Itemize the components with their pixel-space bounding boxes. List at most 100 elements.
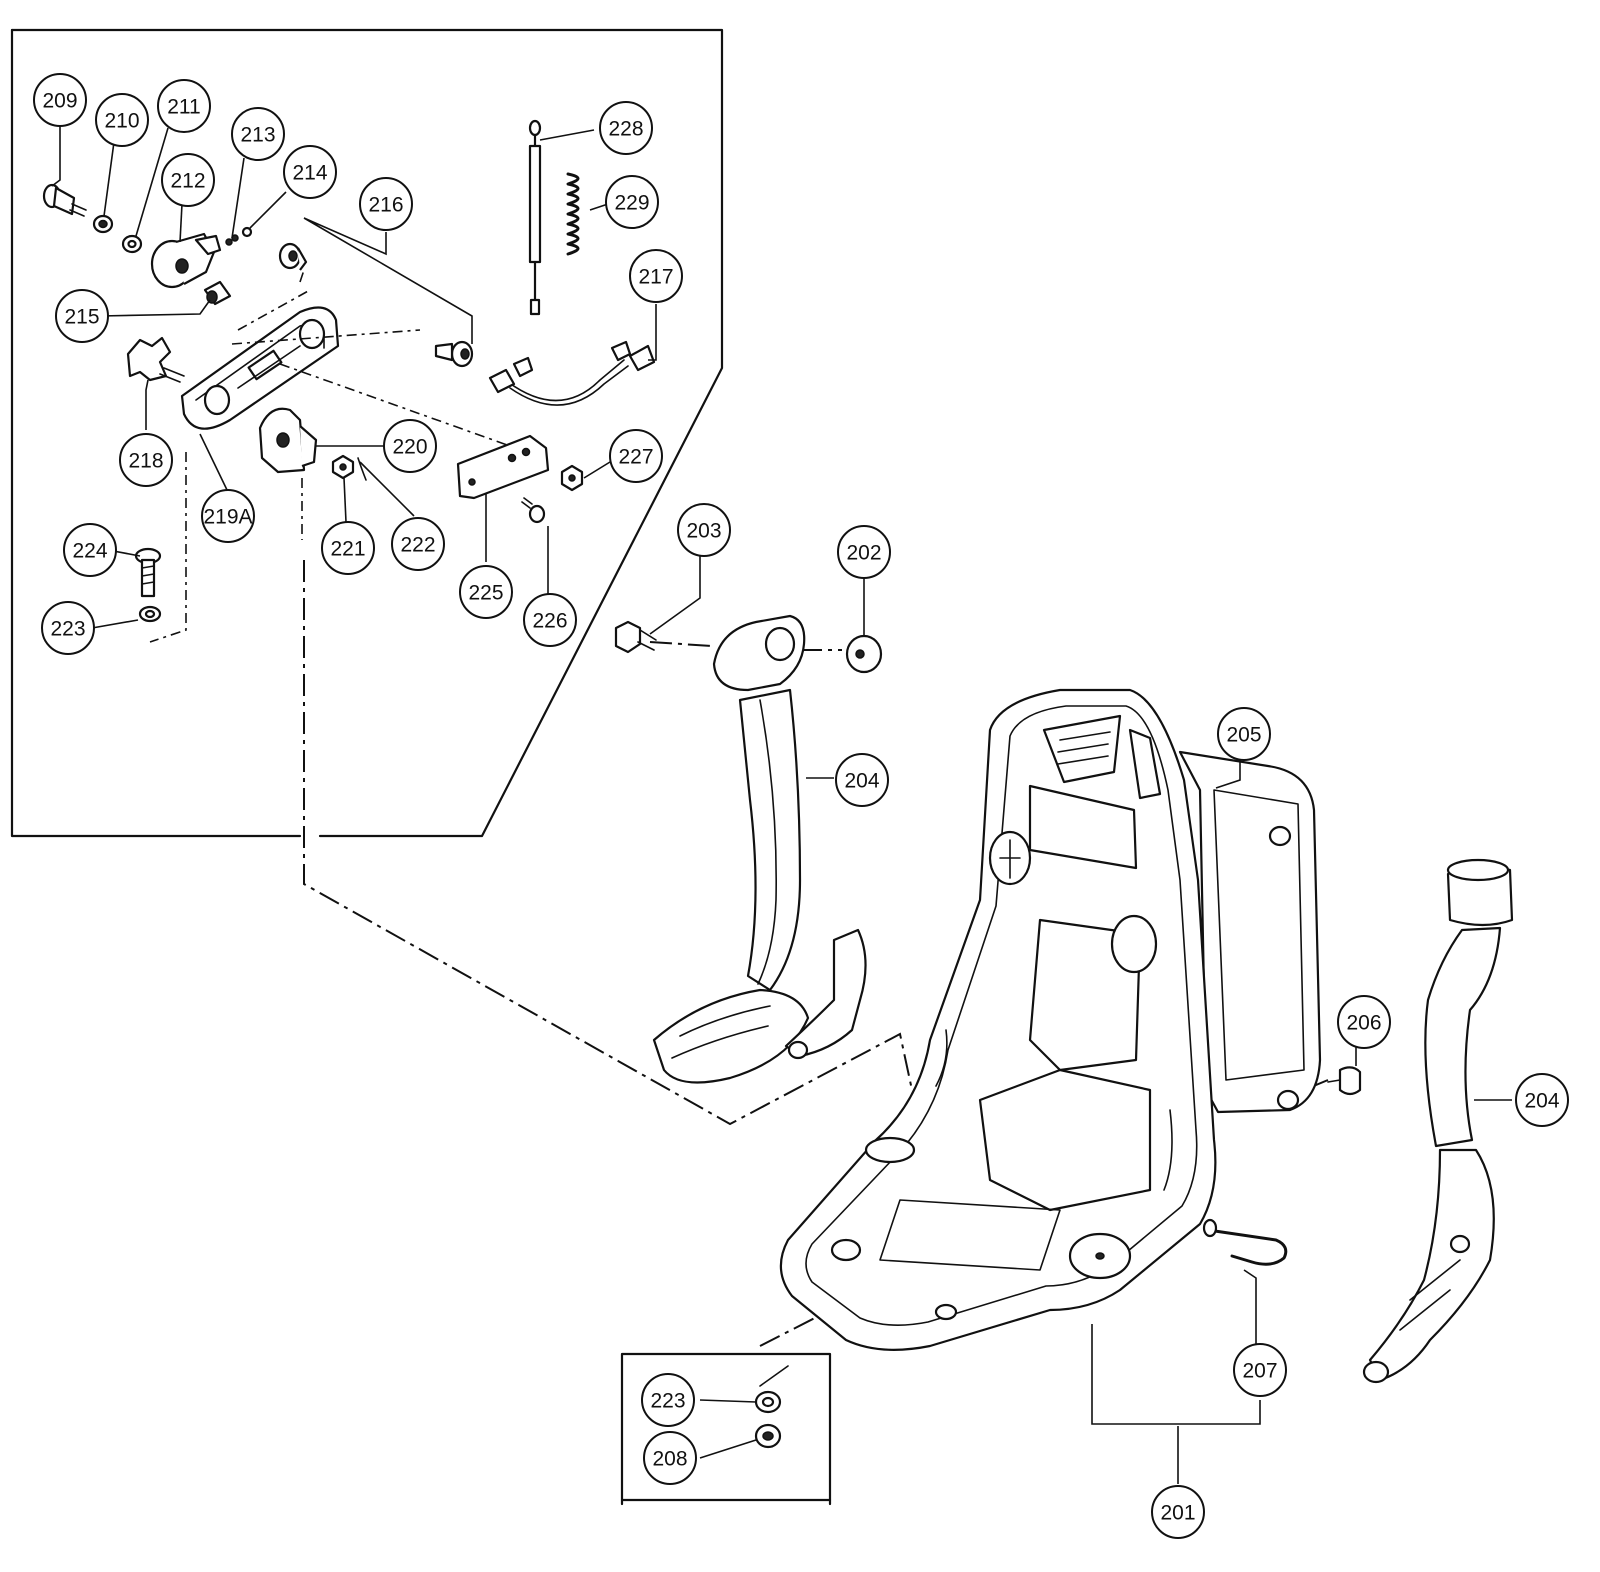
callout-circle bbox=[119, 433, 173, 487]
washer-210 bbox=[92, 214, 114, 234]
callout-label: 202 bbox=[846, 542, 881, 565]
callout-circle bbox=[55, 289, 109, 343]
callout-circle bbox=[283, 145, 337, 199]
callout-213: 213 bbox=[231, 107, 285, 161]
grommet-216b bbox=[434, 340, 474, 368]
callout-204a: 204 bbox=[835, 753, 889, 807]
callout-circle bbox=[33, 73, 87, 127]
callout-circle bbox=[629, 249, 683, 303]
callout-214: 214 bbox=[283, 145, 337, 199]
callout-204b: 204 bbox=[1515, 1073, 1569, 1127]
back-pad-205 bbox=[1178, 750, 1322, 1114]
callout-label: 203 bbox=[686, 520, 721, 543]
washer-223b bbox=[754, 1390, 782, 1414]
callout-219A: 219A bbox=[201, 489, 255, 543]
callout-label: 224 bbox=[72, 540, 107, 563]
callout-circle bbox=[609, 429, 663, 483]
callout-circle bbox=[1337, 995, 1391, 1049]
callout-circle bbox=[95, 93, 149, 147]
nut-221 bbox=[331, 454, 355, 480]
callout-bubbles: 209 210 211 212 213 214 215 216 217 218 219A 220 221… bbox=[33, 73, 1569, 1539]
callout-circle bbox=[383, 419, 437, 473]
hook-207 bbox=[1202, 1218, 1288, 1266]
callout-circle bbox=[391, 517, 445, 571]
callout-label: 214 bbox=[292, 162, 327, 185]
callout-circle bbox=[523, 593, 577, 647]
callout-label: 229 bbox=[614, 192, 649, 215]
callout-label: 215 bbox=[64, 306, 99, 329]
callout-225: 225 bbox=[459, 565, 513, 619]
callout-222: 222 bbox=[391, 517, 445, 571]
callout-label: 204 bbox=[1524, 1090, 1559, 1113]
callout-224: 224 bbox=[63, 523, 117, 577]
callout-circle bbox=[837, 525, 891, 579]
shoulder-strap-204-right bbox=[1362, 858, 1514, 1384]
spring-229 bbox=[566, 172, 580, 256]
callout-label: 205 bbox=[1226, 724, 1261, 747]
callout-circle bbox=[1233, 1343, 1287, 1397]
bolt-203 bbox=[614, 620, 657, 654]
callout-207: 207 bbox=[1233, 1343, 1287, 1397]
bolt-226 bbox=[521, 497, 546, 524]
callout-label: 204 bbox=[844, 770, 879, 793]
cable-228 bbox=[528, 119, 542, 316]
detail-frame bbox=[10, 28, 724, 838]
callout-215: 215 bbox=[55, 289, 109, 343]
callout-208: 208 bbox=[643, 1431, 697, 1485]
callout-circle bbox=[677, 503, 731, 557]
backpack-frame-201 bbox=[779, 688, 1217, 1351]
callout-label: 223 bbox=[650, 1390, 685, 1413]
callout-circle bbox=[231, 107, 285, 161]
callout-201: 201 bbox=[1151, 1485, 1205, 1539]
callout-label: 216 bbox=[368, 194, 403, 217]
callout-label: 225 bbox=[468, 582, 503, 605]
washer-223a bbox=[138, 605, 162, 623]
parts-box bbox=[620, 1352, 832, 1506]
lock-knob-218 bbox=[126, 336, 185, 383]
callout-210: 210 bbox=[95, 93, 149, 147]
callout-label: 201 bbox=[1160, 1502, 1195, 1525]
callout-circle bbox=[359, 177, 413, 231]
callout-label: 210 bbox=[104, 110, 139, 133]
bracket-220 bbox=[258, 407, 318, 474]
callout-223b: 223 bbox=[641, 1373, 695, 1427]
bolt-206 bbox=[1327, 1066, 1362, 1096]
callout-label: 212 bbox=[170, 170, 205, 193]
ball-214 bbox=[241, 226, 253, 238]
callout-223a: 223 bbox=[41, 601, 95, 655]
washer-208 bbox=[754, 1423, 782, 1449]
callout-229: 229 bbox=[605, 175, 659, 229]
callout-label: 217 bbox=[638, 266, 673, 289]
callout-209: 209 bbox=[33, 73, 87, 127]
callout-216: 216 bbox=[359, 177, 413, 231]
callout-label: 208 bbox=[652, 1448, 687, 1471]
callout-211: 211 bbox=[157, 79, 211, 133]
callout-228: 228 bbox=[599, 101, 653, 155]
callout-203: 203 bbox=[677, 503, 731, 557]
callout-leaders bbox=[51, 122, 1512, 1484]
washer-211 bbox=[121, 234, 143, 254]
callout-label: 219A bbox=[203, 506, 252, 529]
callout-226: 226 bbox=[523, 593, 577, 647]
callout-205: 205 bbox=[1217, 707, 1271, 761]
cotter-pin-222 bbox=[357, 457, 367, 481]
callout-212: 212 bbox=[161, 153, 215, 207]
callout-label: 221 bbox=[330, 538, 365, 561]
callout-circle bbox=[835, 753, 889, 807]
callout-218: 218 bbox=[119, 433, 173, 487]
handle-body bbox=[180, 306, 340, 430]
callout-circle bbox=[1515, 1073, 1569, 1127]
knob-212 bbox=[150, 232, 222, 289]
callout-202: 202 bbox=[837, 525, 891, 579]
callout-label: 207 bbox=[1242, 1360, 1277, 1383]
callout-circle bbox=[161, 153, 215, 207]
grommet-216a bbox=[278, 242, 308, 271]
callout-label: 213 bbox=[240, 124, 275, 147]
callout-220: 220 bbox=[383, 419, 437, 473]
shoulder-strap-204-left bbox=[652, 614, 867, 1084]
callout-label: 228 bbox=[608, 118, 643, 141]
callout-circle bbox=[1151, 1485, 1205, 1539]
callout-label: 223 bbox=[50, 618, 85, 641]
callout-label: 222 bbox=[400, 534, 435, 557]
